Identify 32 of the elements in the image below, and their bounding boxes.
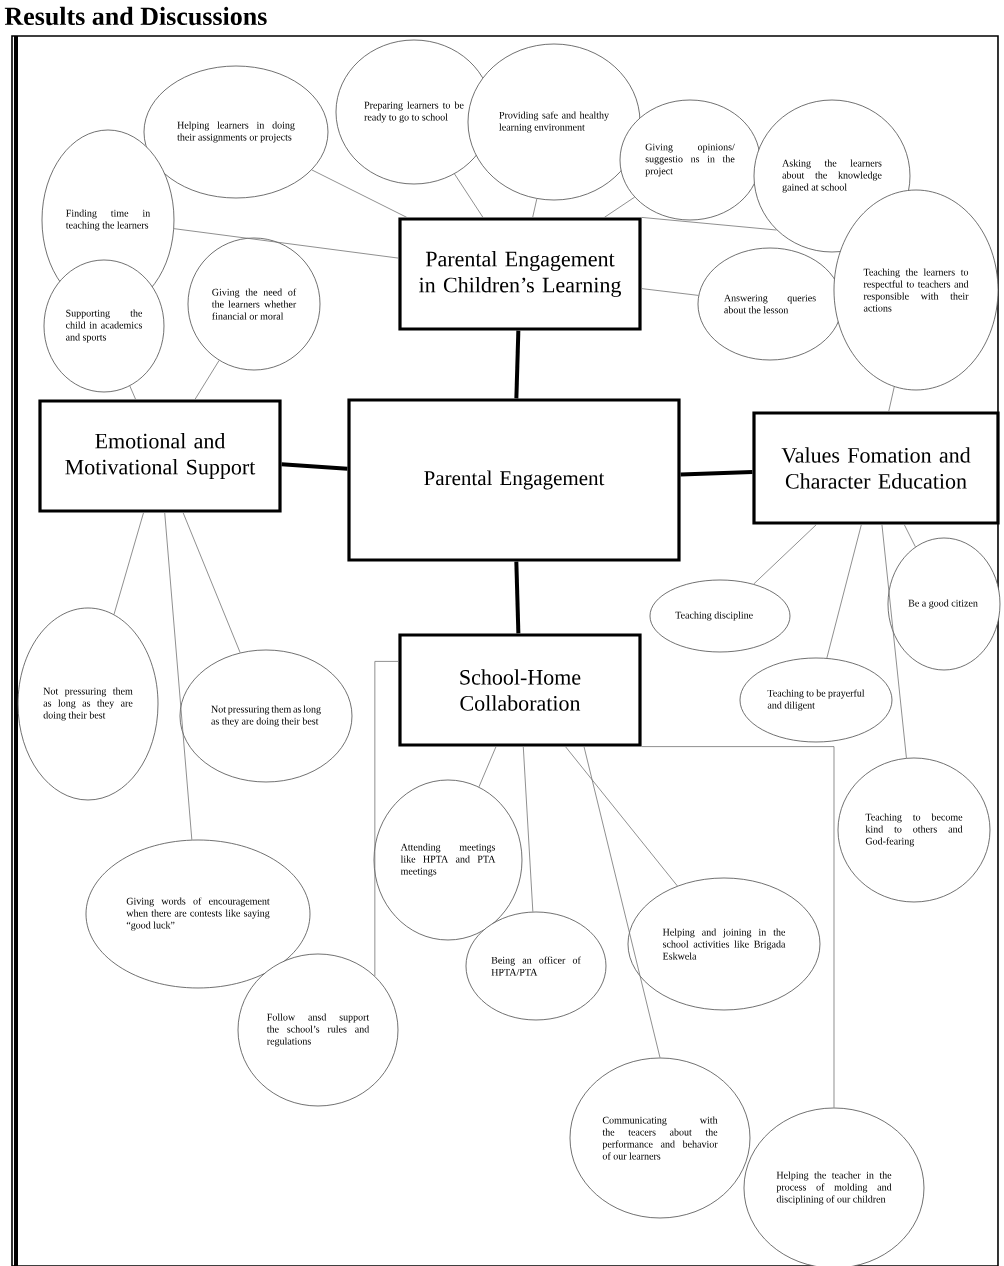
connector-line bbox=[478, 746, 497, 788]
connector-line bbox=[753, 524, 817, 585]
heading: Results and Discussions bbox=[4, 6, 267, 26]
connector-line bbox=[374, 661, 399, 977]
category-box: School-Home Collaboration bbox=[398, 633, 642, 747]
connector-line bbox=[129, 385, 137, 400]
connector-line bbox=[173, 228, 399, 259]
connector-line bbox=[454, 173, 484, 218]
connector-line bbox=[680, 470, 753, 477]
category-box: Parental Engagement in Children’s Learning bbox=[398, 217, 642, 331]
connector-line bbox=[182, 512, 241, 654]
connector-line bbox=[281, 462, 348, 471]
connector-line bbox=[603, 196, 635, 218]
connector-line bbox=[881, 524, 907, 759]
connector-line bbox=[113, 512, 144, 615]
connector-line bbox=[194, 360, 220, 400]
category-box: Values Fomation and Character Education bbox=[752, 411, 1000, 525]
connector-line bbox=[565, 746, 678, 887]
connector-line bbox=[641, 746, 835, 1108]
category-box: Emotional and Motivational Support bbox=[38, 399, 282, 513]
connector-line bbox=[888, 386, 895, 412]
connector-line bbox=[164, 512, 193, 841]
connector-line bbox=[514, 561, 521, 634]
connector-line bbox=[522, 746, 534, 913]
category-box: Parental Engagement bbox=[347, 398, 681, 562]
connector-line bbox=[583, 746, 661, 1058]
connector-line bbox=[532, 198, 538, 218]
connector-line bbox=[903, 524, 916, 548]
connector-line bbox=[514, 330, 521, 399]
connector-line bbox=[641, 288, 699, 296]
connector-line bbox=[311, 169, 408, 218]
connector-line bbox=[826, 524, 862, 659]
